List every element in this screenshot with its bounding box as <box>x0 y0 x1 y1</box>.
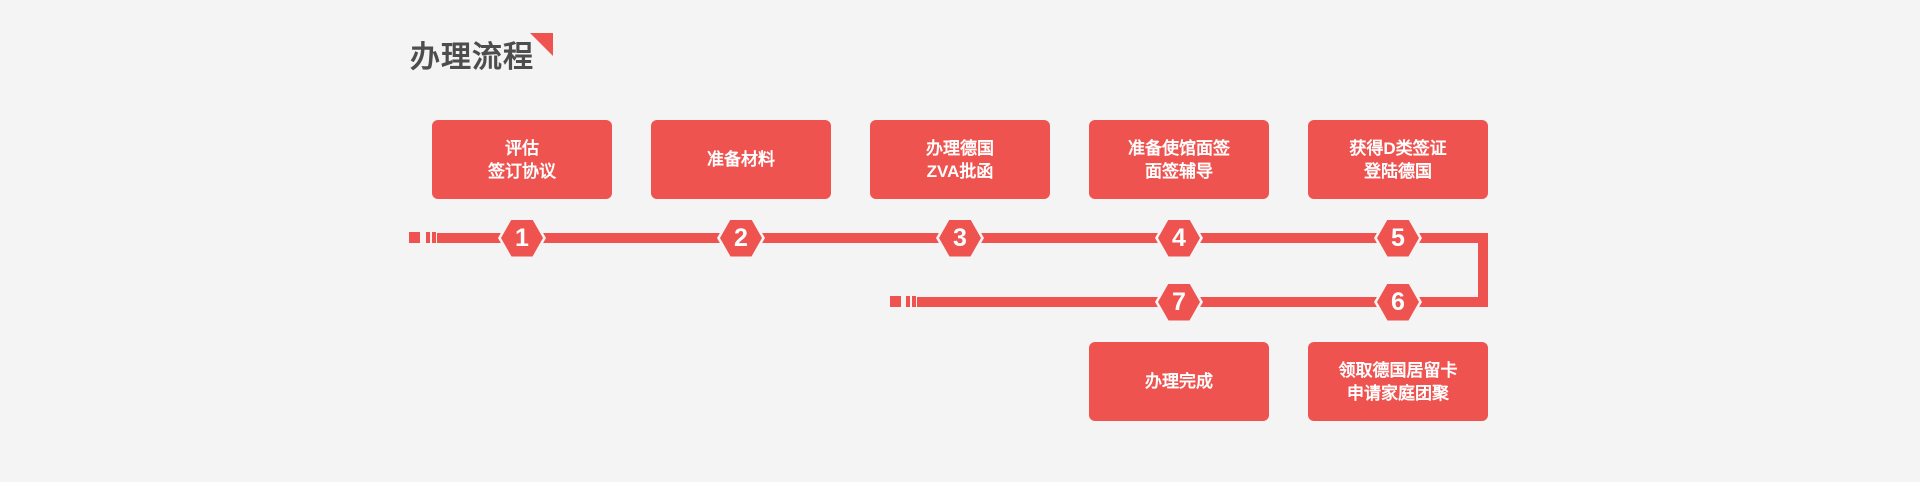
step-badge-1-number: 1 <box>515 223 529 252</box>
line-start-dash-icon <box>426 232 430 243</box>
hexagon-icon: 5 <box>1377 219 1419 257</box>
step-card-1-label-line1: 评估 <box>505 138 539 158</box>
step-card-5-label-line1: 获得D类签证 <box>1349 138 1447 158</box>
step-badge-2-number: 2 <box>734 223 748 252</box>
hexagon-icon: 7 <box>1158 283 1200 321</box>
hexagon-icon: 4 <box>1158 219 1200 257</box>
step-card-4: 准备使馆面签 面签辅导 <box>1089 120 1269 199</box>
step-badge-3: 3 <box>936 217 984 259</box>
step-card-2-label-line1: 准备材料 <box>707 150 775 169</box>
line-start-dash-icon <box>432 232 436 243</box>
step-card-1: 评估 签订协议 <box>432 120 612 199</box>
step-badge-7-number: 7 <box>1172 287 1186 316</box>
step-badge-5-number: 5 <box>1391 223 1405 252</box>
line-start-dash-icon <box>409 232 420 243</box>
step-badge-1: 1 <box>498 217 546 259</box>
step-card-1-label-line2: 签订协议 <box>488 161 556 181</box>
step-card-6-label-line2: 申请家庭团聚 <box>1347 383 1449 403</box>
step-card-7-label-line1: 办理完成 <box>1145 372 1213 391</box>
step-card-3-label-line1: 办理德国 <box>926 138 994 158</box>
step-badge-5: 5 <box>1374 217 1422 259</box>
line-start-dash-icon <box>912 296 916 307</box>
step-badge-4-number: 4 <box>1172 223 1186 252</box>
step-card-3: 办理德国 ZVA批函 <box>870 120 1050 199</box>
step-card-4-label-line1: 准备使馆面签 <box>1128 138 1230 158</box>
page-title: 办理流程 <box>410 41 534 74</box>
step-badge-6-number: 6 <box>1391 287 1405 316</box>
hexagon-icon: 6 <box>1377 283 1419 321</box>
step-badge-7: 7 <box>1155 281 1203 323</box>
step-badge-3-number: 3 <box>953 223 967 252</box>
step-card-5-label-line2: 登陆德国 <box>1364 161 1432 181</box>
step-card-5: 获得D类签证 登陆德国 <box>1308 120 1488 199</box>
step-badge-4: 4 <box>1155 217 1203 259</box>
line-start-dash-icon <box>890 296 901 307</box>
step-card-2: 准备材料 <box>651 120 831 199</box>
step-badge-2: 2 <box>717 217 765 259</box>
step-card-3-label-line2: ZVA批函 <box>926 161 994 181</box>
step-card-7: 办理完成 <box>1089 342 1269 421</box>
step-card-6-label-line1: 领取德国居留卡 <box>1338 360 1458 380</box>
line-start-dash-icon <box>906 296 910 307</box>
hexagon-icon: 2 <box>720 219 762 257</box>
hexagon-icon: 1 <box>501 219 543 257</box>
flow-line-corner <box>1478 233 1488 307</box>
hexagon-icon: 3 <box>939 219 981 257</box>
step-card-6: 领取德国居留卡 申请家庭团聚 <box>1308 342 1488 421</box>
step-badge-6: 6 <box>1374 281 1422 323</box>
step-card-4-label-line2: 面签辅导 <box>1145 161 1213 181</box>
